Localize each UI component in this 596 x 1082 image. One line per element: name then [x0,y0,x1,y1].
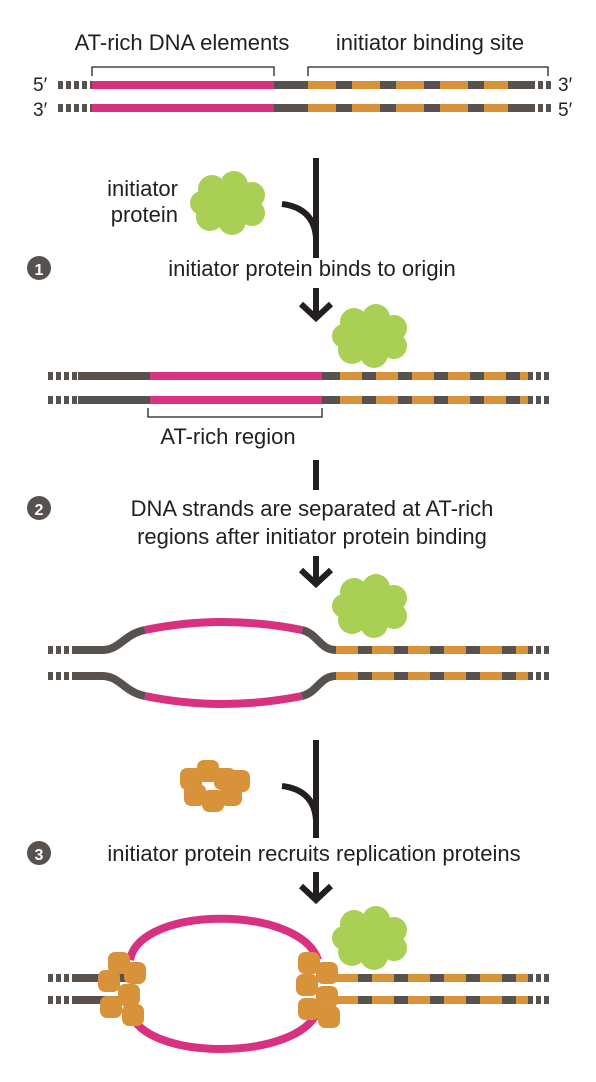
strand-top-right-label: 3′ [558,75,573,96]
strand-top-left-label: 5′ [33,75,48,96]
binding-site-bracket [307,66,549,76]
svg-text:1: 1 [35,262,44,279]
left-replication-complex [98,952,146,1026]
step-3-badge: 3 [27,841,51,865]
step-2-text-line2: regions after initiator protein binding [137,524,487,549]
stage1-dna: AT-rich region [48,372,552,449]
step-3-text: initiator protein recruits replication p… [107,841,520,866]
bound-initiator-protein [332,304,407,368]
strand-bottom-right-label: 5′ [558,100,573,121]
strand-bottom-left-label: 3′ [33,100,48,121]
at-rich-elements-label: AT-rich DNA elements [75,30,290,55]
stage3-dna [48,914,552,1053]
dna-bottom-strand [48,672,552,708]
join-arrow-1 [281,158,319,258]
svg-text:3: 3 [35,847,44,864]
bound-initiator-protein [332,906,407,970]
dna-top-strand [48,618,552,654]
bubble-bottom-strand [126,1008,322,1053]
initiator-protein-icon [190,171,265,235]
step-1-badge: 1 [27,256,51,280]
bound-initiator-protein [332,574,407,638]
initiator-binding-site-label: initiator binding site [336,30,524,55]
at-rich-bracket [91,66,275,76]
stage2-dna [48,618,552,708]
origin-dna-overview: AT-rich DNA elements initiator binding s… [33,30,573,121]
replication-proteins-icon [180,760,250,812]
bubble-top-strand [126,914,322,962]
step-2-text-line1: DNA strands are separated at AT-rich [131,496,494,521]
svg-text:2: 2 [35,502,44,519]
initiator-protein-label-line1: initiator [107,176,178,201]
at-rich-region-label: AT-rich region [160,424,295,449]
right-replication-complex [296,952,340,1028]
step-2-badge: 2 [27,496,51,520]
down-arrow-2 [298,556,334,589]
initiator-protein-label-line2: protein [111,202,178,227]
step-1-text: initiator protein binds to origin [168,256,455,281]
at-rich-region-bracket [147,408,323,418]
down-arrow-3 [298,872,334,905]
down-arrow-1 [298,288,334,323]
join-arrow-3 [281,740,319,838]
